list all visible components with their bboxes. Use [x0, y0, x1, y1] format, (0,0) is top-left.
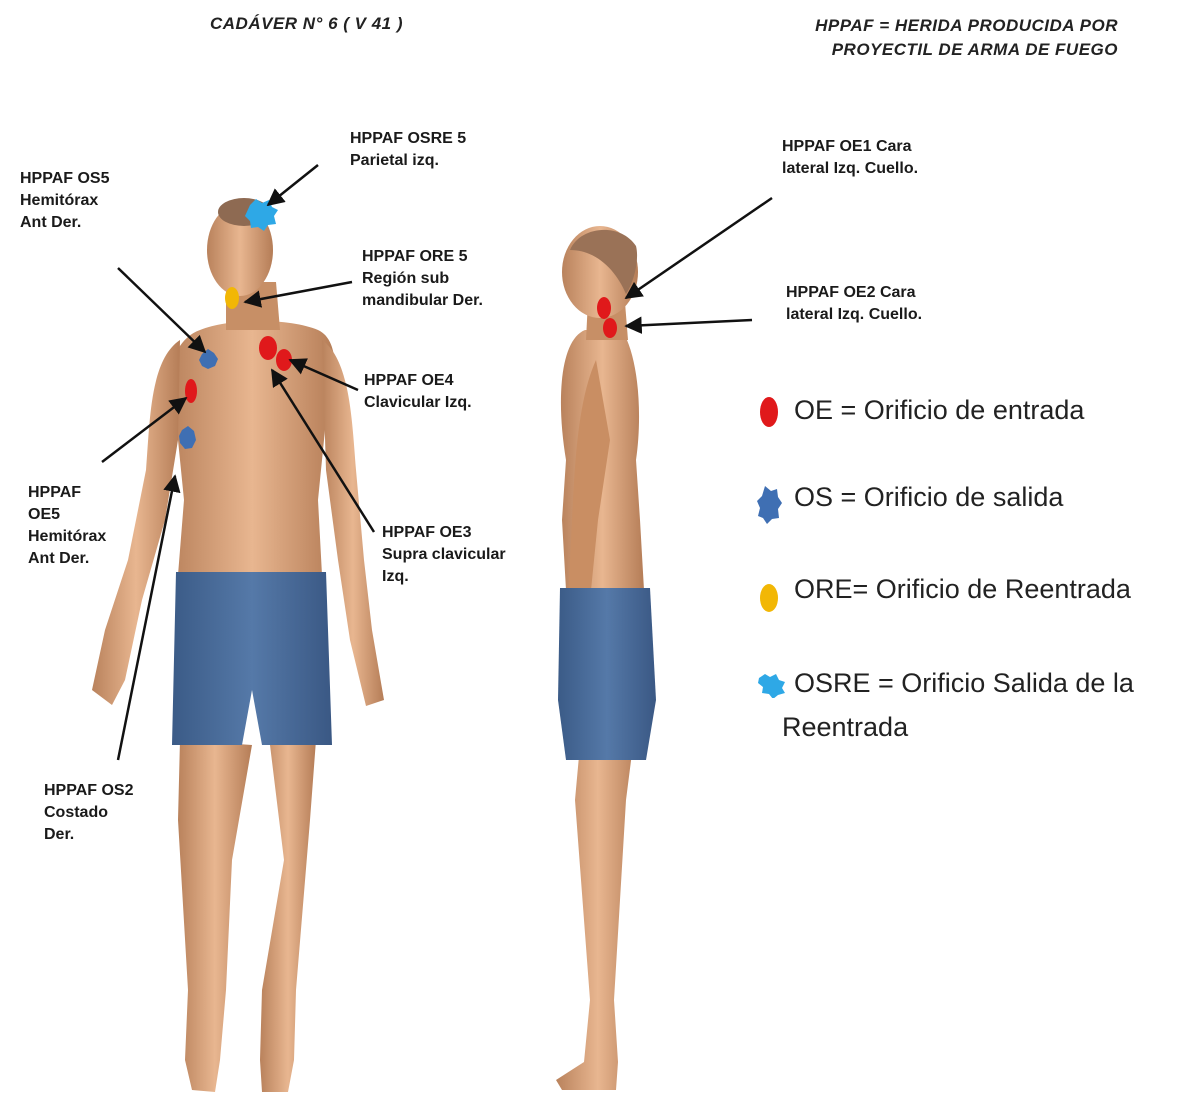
os5-label-line: HPPAF OS5 [20, 168, 110, 190]
legend-item-os: OS = Orificio de salida [750, 480, 1063, 526]
blue-splat-icon [750, 480, 788, 526]
os2-label-line: HPPAF OS2 [44, 780, 134, 802]
front-left-leg [260, 740, 316, 1092]
side-body-figure [556, 226, 656, 1090]
front-right-leg [178, 740, 252, 1092]
os5-label-line: Hemitórax [20, 190, 110, 212]
oe5-label-line: HPPAF [28, 482, 106, 504]
oe3-label-line: Supra clavicular [382, 544, 506, 566]
oe3-wound-marker [259, 336, 277, 360]
ore5-label: HPPAF ORE 5 Región sub mandibular Der. [362, 246, 483, 312]
oe3-label-line: HPPAF OE3 [382, 522, 506, 544]
oe1-label-line: HPPAF OE1 Cara [782, 136, 918, 158]
legend-item-osre: OSRE = Orificio Salida de la [752, 666, 1134, 700]
oe5-label-line: Hemitórax [28, 526, 106, 548]
front-torso [170, 321, 335, 575]
osre5-label: HPPAF OSRE 5 Parietal izq. [350, 128, 466, 172]
cyan-splat-icon [752, 666, 790, 698]
os2-label-line: Costado [44, 802, 134, 824]
osre5-label-line: Parietal izq. [350, 150, 466, 172]
oe5-label: HPPAF OE5 Hemitórax Ant Der. [28, 482, 106, 570]
yellow-oval-icon [750, 572, 788, 614]
os2-label: HPPAF OS2 Costado Der. [44, 780, 134, 846]
osre5-arrow [268, 165, 318, 205]
osre5-label-line: HPPAF OSRE 5 [350, 128, 466, 150]
legend-label: OSRE = Orificio Salida de la [794, 666, 1134, 700]
os5-label-line: Ant Der. [20, 212, 110, 234]
oe2-arrow [626, 320, 752, 326]
oe4-label-line: HPPAF OE4 [364, 370, 472, 392]
oe4-label: HPPAF OE4 Clavicular Izq. [364, 370, 472, 414]
ore5-label-line: Región sub [362, 268, 483, 290]
oe1-arrow [626, 198, 772, 298]
oe2-label: HPPAF OE2 Cara lateral Izq. Cuello. [786, 282, 922, 326]
front-shorts [172, 572, 332, 745]
legend-item-ore: ORE= Orificio de Reentrada [750, 572, 1131, 614]
os5-label: HPPAF OS5 Hemitórax Ant Der. [20, 168, 110, 234]
legend-label: ORE= Orificio de Reentrada [794, 572, 1131, 606]
os2-label-line: Der. [44, 824, 134, 846]
red-oval-icon [750, 393, 788, 429]
side-shorts [558, 588, 656, 760]
ore5-label-line: HPPAF ORE 5 [362, 246, 483, 268]
ore5-wound-marker [225, 287, 239, 309]
oe2-label-line: HPPAF OE2 Cara [786, 282, 922, 304]
os5-arrow [118, 268, 205, 352]
oe1-label: HPPAF OE1 Cara lateral Izq. Cuello. [782, 136, 918, 180]
oe5-label-line: Ant Der. [28, 548, 106, 570]
legend-label: OE = Orificio de entrada [794, 393, 1084, 427]
legend-label: OS = Orificio de salida [794, 480, 1063, 514]
oe5-wound-marker [185, 379, 197, 403]
oe3-label: HPPAF OE3 Supra clavicular Izq. [382, 522, 506, 588]
oe3-label-line: Izq. [382, 566, 506, 588]
legend-item-oe: OE = Orificio de entrada [750, 393, 1084, 429]
oe5-label-line: OE5 [28, 504, 106, 526]
oe2-wound-marker [603, 318, 617, 338]
oe4-label-line: Clavicular Izq. [364, 392, 472, 414]
legend-label-continued: Reentrada [782, 710, 908, 744]
oe4-wound-marker [276, 349, 292, 371]
oe1-wound-marker [597, 297, 611, 319]
ore5-label-line: mandibular Der. [362, 290, 483, 312]
oe2-label-line: lateral Izq. Cuello. [786, 304, 922, 326]
front-body-figure [92, 198, 384, 1092]
oe1-label-line: lateral Izq. Cuello. [782, 158, 918, 180]
